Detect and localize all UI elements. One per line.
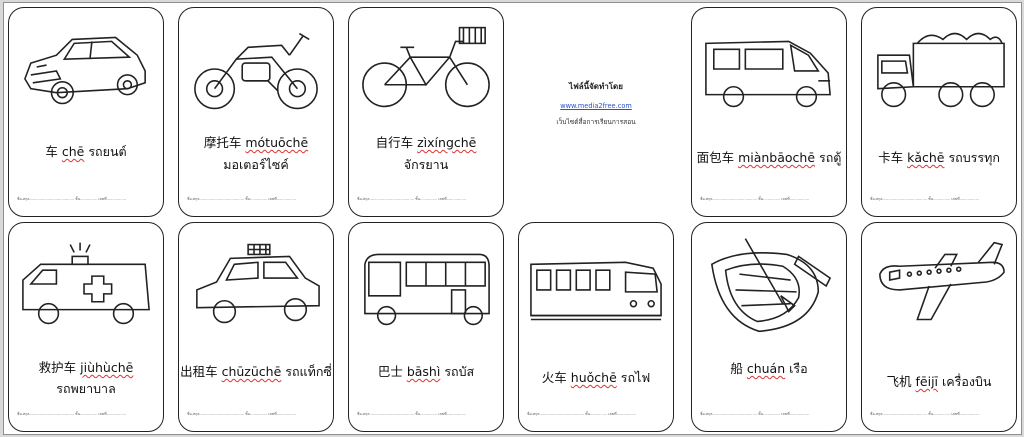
pinyin-word: chē [61, 144, 85, 159]
ambulance-image [17, 233, 155, 335]
chinese-word: 车 [45, 144, 58, 159]
thai-word: รถพยาบาล [56, 381, 116, 396]
thai-word: รถบัส [444, 364, 475, 379]
pinyin-word: mótuōchē [245, 135, 309, 150]
motorcycle-image [187, 18, 325, 120]
promo-subtitle: เว็บไซต์สื่อการเรียนการสอน [556, 118, 636, 126]
thai-word: เรือ [789, 361, 808, 376]
name-class-number-line: ชื่อ-สกุล...............................… [17, 197, 127, 201]
name-class-number-line: ชื่อ-สกุล...............................… [527, 412, 637, 416]
card-ambulance: 救护车 jiùhùchē รถพยาบาล ชื่อ-สกุล.........… [8, 222, 164, 432]
name-class-number-line: ชื่อ-สกุล...............................… [700, 412, 810, 416]
thai-word: รถไฟ [620, 370, 651, 385]
pinyin-word: bāshì [406, 364, 441, 379]
truck-image [870, 18, 1008, 120]
car-image [17, 18, 155, 120]
thai-word: มอเตอร์ไซค์ [223, 157, 289, 172]
airplane-image [870, 233, 1008, 335]
boat-image [700, 233, 838, 335]
taxi-image [187, 233, 325, 335]
name-class-number-line: ชื่อ-สกุล...............................… [870, 197, 980, 201]
promo-title: ไฟล์นี้จัดทำโดย [569, 82, 623, 91]
name-class-number-line: ชื่อ-สกุล...............................… [357, 197, 467, 201]
chinese-word: 巴士 [377, 364, 403, 379]
promo-block: ไฟล์นี้จัดทำโดย www.media2free.com เว็บไ… [518, 80, 674, 127]
name-class-number-line: ชื่อ-สกุล...............................… [357, 412, 467, 416]
thai-word: รถยนต์ [88, 144, 127, 159]
thai-word: รถแท็กซี่ [285, 364, 332, 379]
bus-image [357, 233, 495, 335]
thai-word: เครื่องบิน [942, 374, 992, 389]
promo-url-link[interactable]: www.media2free.com [560, 102, 632, 110]
chinese-word: 自行车 [375, 135, 414, 150]
train-image [527, 233, 665, 335]
thai-word: จักรยาน [403, 157, 449, 172]
pinyin-word: huǒchē [570, 370, 617, 385]
pinyin-word: jiùhùchē [80, 360, 134, 375]
chinese-word: 摩托车 [203, 135, 242, 150]
flashcard-sheet [3, 2, 1022, 435]
name-class-number-line: ชื่อ-สกุล...............................… [700, 197, 810, 201]
pinyin-word: chūzūchē [221, 364, 282, 379]
card-van: 面包车 miànbāochē รถตู้ ชื่อ-สกุล..........… [691, 7, 847, 217]
card-boat: 船 chuán เรือ ชื่อ-สกุล..................… [691, 222, 847, 432]
name-class-number-line: ชื่อ-สกุล...............................… [17, 412, 127, 416]
chinese-word: 出租车 [180, 364, 218, 379]
card-train: 火车 huǒchē รถไฟ ชื่อ-สกุล................… [518, 222, 674, 432]
pinyin-word: fēijī [915, 374, 939, 389]
bicycle-image [357, 18, 495, 120]
chinese-word: 火车 [541, 370, 567, 385]
card-motorcycle: 摩托车 mótuōchē มอเตอร์ไซค์ ชื่อ-สกุล......… [178, 7, 334, 217]
thai-word: รถบรรทุก [948, 150, 1000, 165]
chinese-word: 面包车 [696, 150, 735, 165]
name-class-number-line: ชื่อ-สกุล...............................… [870, 412, 980, 416]
pinyin-word: chuán [746, 361, 786, 376]
card-bicycle: 自行车 zìxíngchē จักรยาน ชื่อ-สกุล.........… [348, 7, 504, 217]
card-bus: 巴士 bāshì รถบัส ชื่อ-สกุล................… [348, 222, 504, 432]
pinyin-word: zìxíngchē [417, 135, 477, 150]
card-car: 车 chē รถยนต์ ชื่อ-สกุล..................… [8, 7, 164, 217]
pinyin-word: kǎchē [907, 150, 945, 165]
pinyin-word: miànbāochē [738, 150, 816, 165]
card-taxi: 出租车 chūzūchē รถแท็กซี่ ชื่อ-สกุล........… [178, 222, 334, 432]
chinese-word: 船 [730, 361, 743, 376]
van-image [700, 18, 838, 120]
chinese-word: 救护车 [38, 360, 77, 375]
card-truck: 卡车 kǎchē รถบรรทุก ชื่อ-สกุล.............… [861, 7, 1017, 217]
chinese-word: 飞机 [886, 374, 912, 389]
name-class-number-line: ชื่อ-สกุล...............................… [187, 412, 297, 416]
card-airplane: 飞机 fēijī เครื่องบิน ชื่อ-สกุล...........… [861, 222, 1017, 432]
chinese-word: 卡车 [878, 150, 904, 165]
thai-word: รถตู้ [819, 150, 842, 165]
name-class-number-line: ชื่อ-สกุล...............................… [187, 197, 297, 201]
